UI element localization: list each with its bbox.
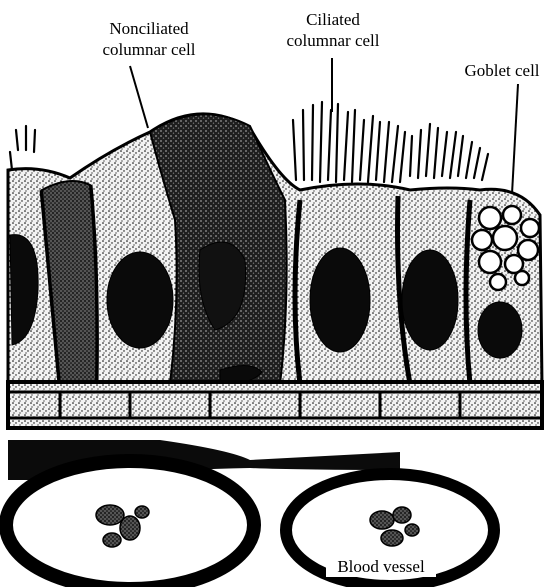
label-ciliated-line2: columnar cell (268, 30, 398, 51)
basement-membrane (8, 382, 542, 428)
label-nonciliated-line2: columnar cell (74, 39, 224, 60)
label-blood-vessel: Blood vessel (326, 556, 436, 577)
label-nonciliated-columnar-cell: Nonciliated columnar cell (74, 18, 224, 60)
label-ciliated-line1: Ciliated (268, 9, 398, 30)
label-nonciliated-line1: Nonciliated (74, 18, 224, 39)
label-ciliated-columnar-cell: Ciliated columnar cell (268, 9, 398, 51)
label-goblet-cell: Goblet cell (452, 60, 551, 81)
